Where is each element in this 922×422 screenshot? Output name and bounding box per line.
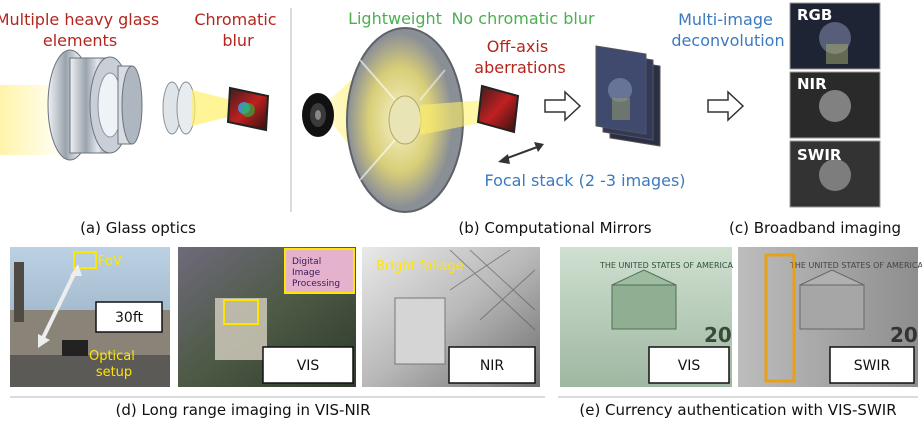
- focused-beam: [192, 90, 232, 126]
- label-lightweight: Lightweight: [348, 9, 442, 28]
- distance-label: 30ft: [115, 310, 143, 326]
- nir-label-d: NIR: [480, 358, 505, 374]
- band-label-nir: NIR: [797, 75, 827, 93]
- denomination-vis: 20: [704, 323, 732, 347]
- label-focal-stack: Focal stack (2 -3 images): [484, 171, 685, 190]
- vis-label-e: VIS: [678, 358, 701, 374]
- denomination-swir: 20: [890, 323, 918, 347]
- vis-photo: Digital Image Processing VIS: [178, 247, 356, 387]
- focal-stack-images: [595, 45, 661, 147]
- caption-c: (c) Broadband imaging: [729, 219, 901, 237]
- swir-label-e: SWIR: [854, 358, 891, 374]
- banknote-text-swir: THE UNITED STATES OF AMERICA: [789, 261, 922, 270]
- caption-b: (b) Computational Mirrors: [458, 219, 651, 237]
- panel-a: Multiple heavy glass elements Chromatic …: [0, 10, 281, 237]
- label-off-axis: Off-axis aberrations: [474, 37, 565, 77]
- panel-d: 30ft FoV Optical setup Digital Image Pro…: [10, 247, 545, 419]
- sensor-icon-b: [476, 84, 520, 134]
- distance-arrow-icon: [38, 264, 82, 348]
- lens-elements-icon: [162, 81, 196, 135]
- setup-photo: 30ft FoV Optical setup: [10, 247, 170, 387]
- label-no-chromatic-blur: No chromatic blur: [451, 9, 595, 28]
- vis-zoom-inset: [284, 248, 355, 294]
- band-label-swir: SWIR: [797, 146, 842, 164]
- fov-box: [73, 251, 97, 269]
- sensor-icon: [226, 86, 270, 132]
- band-label-rgb: RGB: [797, 6, 832, 24]
- panel-c: RGB NIR SWIR (c) Broadband imaging: [729, 2, 901, 237]
- label-glass-elements: Multiple heavy glass elements: [0, 10, 164, 50]
- bright-foliage-label: Bright foliage: [376, 259, 464, 274]
- optical-setup-device: [62, 340, 88, 356]
- mirror-beam-right: [420, 100, 485, 135]
- fov-label: FoV: [98, 254, 122, 269]
- vis-label-d: VIS: [297, 358, 320, 374]
- computational-mirror-icon: [346, 27, 464, 213]
- sign-text: Digital Image Processing: [292, 257, 340, 289]
- banknote-vis-photo: THE UNITED STATES OF AMERICA 20 VIS: [560, 247, 733, 387]
- nir-photo: Bright foliage NIR: [362, 247, 540, 387]
- label-deconvolution: Multi-image deconvolution: [671, 10, 784, 50]
- optical-setup-label: Optical setup: [89, 349, 139, 380]
- double-arrow-icon: [498, 142, 544, 164]
- caption-e: (e) Currency authentication with VIS-SWI…: [579, 401, 896, 419]
- glass-lens-stack-icon: [47, 49, 143, 161]
- banknote-swir-photo: THE UNITED STATES OF AMERICA 20 SWIR: [738, 247, 922, 387]
- caption-a: (a) Glass optics: [80, 219, 196, 237]
- panel-e: THE UNITED STATES OF AMERICA 20 VIS THE …: [558, 247, 922, 419]
- camera-lens-icon: [302, 93, 334, 137]
- caption-d: (d) Long range imaging in VIS-NIR: [115, 401, 370, 419]
- label-chromatic-blur: Chromatic blur: [194, 10, 281, 50]
- vis-zoom-box: [223, 299, 259, 325]
- arrow-right-icon: [544, 90, 582, 122]
- arrow-right-icon-2: [707, 90, 745, 122]
- banknote-text-vis: THE UNITED STATES OF AMERICA: [599, 261, 733, 270]
- security-strip-highlight: [764, 253, 796, 383]
- panel-b: Lightweight No chromatic blur Off-axis a…: [302, 9, 785, 237]
